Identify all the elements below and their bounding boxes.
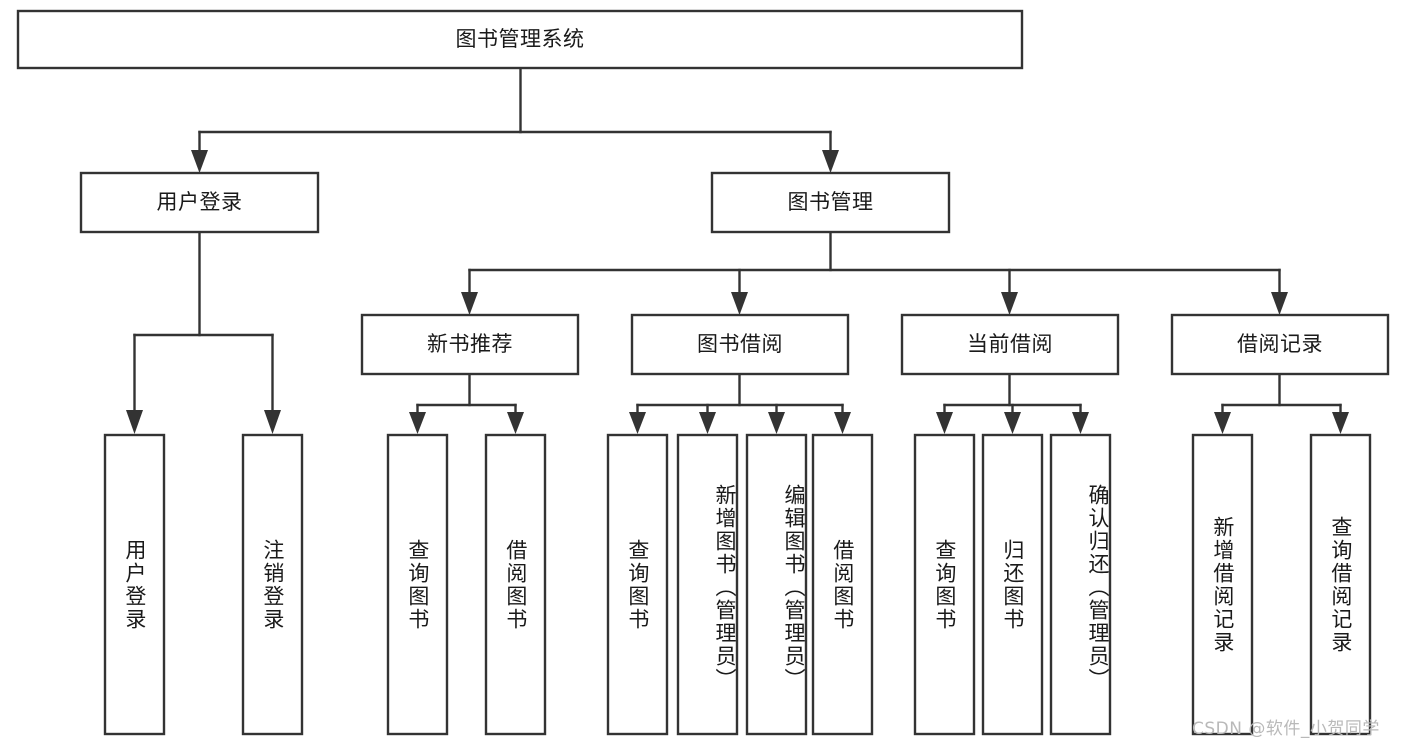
arrow-head-leaf-logout — [264, 410, 281, 434]
arrow-head-leaf-query-book-1 — [409, 412, 426, 434]
arrow-head-leaf-borrow-book-2 — [834, 412, 851, 434]
arrow-head-current-borrow — [1001, 292, 1018, 315]
node-box-leaf-confirm-return[interactable] — [1049, 433, 1112, 736]
arrow-head-book-mgmt — [822, 150, 839, 173]
node-box-leaf-borrow-book-1[interactable] — [484, 433, 547, 736]
connector-group-user-login — [126, 230, 281, 434]
arrow-head-leaf-add-record — [1214, 412, 1231, 434]
connector-group-new-book — [409, 372, 524, 434]
arrow-head-leaf-confirm-return — [1072, 412, 1089, 434]
node-box-leaf-query-book-2[interactable] — [606, 433, 669, 736]
node-box-leaf-add-record[interactable] — [1191, 433, 1254, 736]
arrow-head-leaf-return-book — [1004, 412, 1021, 434]
node-box-leaf-add-book[interactable] — [676, 433, 739, 736]
node-box-root[interactable] — [16, 9, 1024, 70]
node-box-new-book[interactable] — [360, 313, 580, 376]
node-box-leaf-query-book-1[interactable] — [386, 433, 449, 736]
arrow-head-borrow-record — [1271, 292, 1288, 315]
arrow-head-leaf-user-login — [126, 410, 143, 434]
connector-group-root — [191, 66, 839, 173]
node-box-leaf-edit-book[interactable] — [745, 433, 808, 736]
node-box-leaf-logout[interactable] — [241, 433, 304, 736]
connector-group-borrow-record — [1214, 372, 1349, 434]
connector-group-current-borrow — [936, 372, 1089, 434]
node-box-book-mgmt[interactable] — [710, 171, 951, 234]
node-box-leaf-return-book[interactable] — [981, 433, 1044, 736]
arrow-head-leaf-edit-book — [768, 412, 785, 434]
node-box-leaf-borrow-book-2[interactable] — [811, 433, 874, 736]
node-box-leaf-query-book-3[interactable] — [913, 433, 976, 736]
arrow-head-book-borrow — [731, 292, 748, 315]
node-box-borrow-record[interactable] — [1170, 313, 1390, 376]
connector-group-book-borrow — [629, 372, 851, 434]
arrow-head-leaf-query-book-3 — [936, 412, 953, 434]
arrow-head-user-login — [191, 150, 208, 173]
arrow-head-leaf-query-book-2 — [629, 412, 646, 434]
node-box-book-borrow[interactable] — [630, 313, 850, 376]
node-box-leaf-query-record[interactable] — [1309, 433, 1372, 736]
connector-group-book-mgmt — [461, 230, 1288, 315]
node-box-current-borrow[interactable] — [900, 313, 1120, 376]
arrow-head-new-book — [461, 292, 478, 315]
watermark-text: CSDN @软件_小贺同学 — [1192, 719, 1380, 739]
arrow-head-leaf-borrow-book-1 — [507, 412, 524, 434]
node-box-leaf-user-login[interactable] — [103, 433, 166, 736]
arrow-head-leaf-query-record — [1332, 412, 1349, 434]
node-box-user-login[interactable] — [79, 171, 320, 234]
arrow-head-leaf-add-book — [699, 412, 716, 434]
